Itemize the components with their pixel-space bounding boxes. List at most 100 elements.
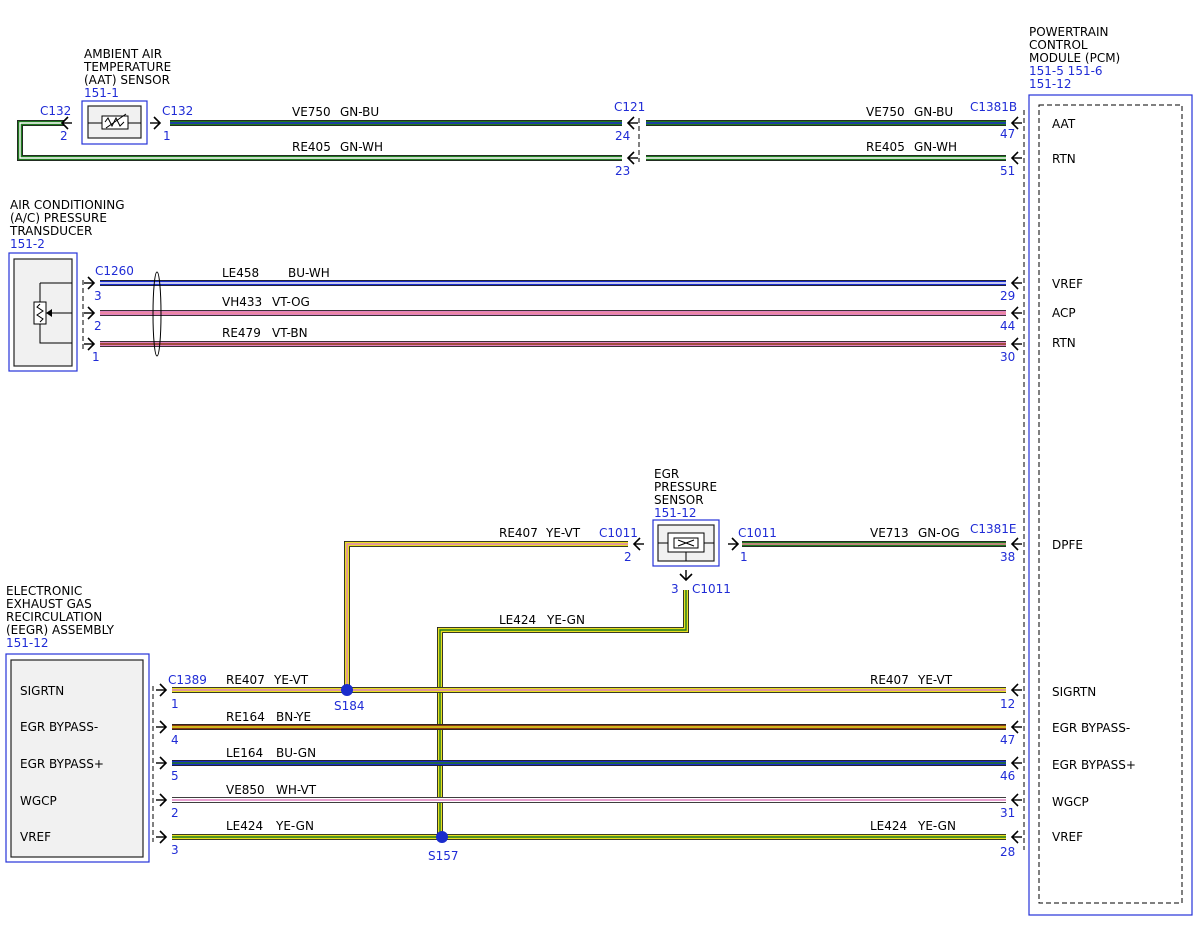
acp-ref[interactable]: 151-2 [10,237,45,251]
wire-circuit-label: LE424 [226,819,263,833]
pin-number: 24 [615,129,630,143]
egr-sensor-title: EGR PRESSURE SENSOR 151-12 [654,467,717,520]
pcm-pin-acp: ACP [1052,306,1076,320]
aat-sensor-outline [81,100,148,145]
pcm-module: AAT RTN VREF ACP RTN DPFE SIGRTN EGR BYP… [1028,94,1193,916]
pressure-element-cross-icon [677,539,695,547]
connector-c1389[interactable]: C1389 [168,673,207,687]
connector-c121[interactable]: C121 [614,100,645,114]
aat-title-line: TEMPERATURE [83,60,171,74]
connector-c1260[interactable]: C1260 [95,264,134,278]
pcm-pin-bypass-minus: EGR BYPASS- [1052,721,1130,735]
connector-c132-left[interactable]: C132 [40,104,71,118]
pin-number: 46 [1000,769,1015,783]
splice-s184[interactable] [341,684,353,696]
pcm-title-line: CONTROL [1029,38,1088,52]
wire-color-label: GN-WH [340,140,383,154]
wire-circuit-label: RE405 [292,140,331,154]
pcm-ref[interactable]: 151-12 [1029,77,1072,91]
wire-circuit-label: VE713 [870,526,909,540]
wire-color-label: BN-YE [276,710,311,724]
pcm-pin-rtn: RTN [1052,336,1076,350]
aat-sensor [81,100,148,145]
wire-color-label: GN-BU [914,105,953,119]
egr-sensor-title-line: SENSOR [654,493,704,507]
eegr-title-line: ELECTRONIC [6,584,82,598]
acp-transducer-outline [8,252,78,372]
wire-circuit-label: LE424 [870,819,907,833]
pin-number: 12 [1000,697,1015,711]
wire-re405-left-stripe [19,122,622,159]
connector-c1011-left[interactable]: C1011 [599,526,638,540]
wire-circuit-label: VE850 [226,783,265,797]
pin-number: 3 [171,843,179,857]
pcm-pin-vref: VREF [1052,830,1083,844]
eegr-assembly-title: ELECTRONIC EXHAUST GAS RECIRCULATION (EE… [6,584,115,650]
pin-number: 1 [92,350,100,364]
eegr-pin-wgcp: WGCP [20,794,57,808]
pcm-pin-dpfe: DPFE [1052,538,1083,552]
eegr-pin-sigrtn: SIGRTN [20,684,64,698]
splice-label-s157[interactable]: S157 [428,849,459,863]
acp-title-line: (A/C) PRESSURE [10,211,107,225]
wire-color-label: YE-VT [917,673,953,687]
pcm-title-line: POWERTRAIN [1029,25,1109,39]
connector-c1381e[interactable]: C1381E [970,522,1017,536]
eegr-assembly: SIGRTN EGR BYPASS- EGR BYPASS+ WGCP VREF [5,653,150,863]
wire-color-label: VT-BN [272,326,308,340]
wire-re407-egr[interactable] [344,541,628,690]
connector-c1011-right[interactable]: C1011 [738,526,777,540]
pcm-outline [1028,94,1193,916]
eegr-pin-bypass-minus: EGR BYPASS- [20,720,98,734]
wire-color-label: VT-OG [272,295,310,309]
acp-internal-lead [39,324,72,344]
connector-c132-right[interactable]: C132 [162,104,193,118]
wire-color-label: GN-OG [918,526,960,540]
pin-number: 3 [94,289,102,303]
splice-s157[interactable] [436,831,448,843]
wire-color-label: YE-VT [545,526,581,540]
pin-number: 31 [1000,806,1015,820]
wire-circuit-label: RE479 [222,326,261,340]
egr-sensor-outline [652,519,720,567]
potentiometer-zigzag-icon [36,303,44,323]
aat-ref[interactable]: 151-1 [84,86,119,100]
wire-re407-egr-outline [344,541,628,690]
wire-le424-egr-stripe [439,590,687,837]
wire-color-label: BU-WH [288,266,330,280]
acp-title-line: TRANSDUCER [9,224,92,238]
pcm-title: POWERTRAIN CONTROL MODULE (PCM) 151-5 15… [1029,25,1120,91]
egr-sensor-title-line: EGR [654,467,679,481]
pin-number: 51 [1000,164,1015,178]
thermistor-arrow-icon [105,113,127,129]
pin-number: 2 [94,319,102,333]
wire-circuit-label: VE750 [292,105,331,119]
pin-number: 4 [171,733,179,747]
eegr-title-line: RECIRCULATION [6,610,102,624]
wire-circuit-label: VE750 [866,105,905,119]
pin-number: 5 [171,769,179,783]
egr-sensor-ref[interactable]: 151-12 [654,506,697,520]
eegr-assembly-outline [5,653,150,863]
wire-color-label: YE-GN [546,613,585,627]
egr-sensor-title-line: PRESSURE [654,480,717,494]
eegr-pin-bypass-plus: EGR BYPASS+ [20,757,104,771]
connector-c1381b[interactable]: C1381B [970,100,1017,114]
acp-transducer [8,252,78,372]
wire-color-label: YE-GN [275,819,314,833]
splice-label-s184[interactable]: S184 [334,699,365,713]
pcm-title-line: MODULE (PCM) [1029,51,1120,65]
connector-c1011-bottom[interactable]: C1011 [692,582,731,596]
pin-number: 1 [740,550,748,564]
aat-sensor-title: AMBIENT AIR TEMPERATURE (AAT) SENSOR 151… [83,47,171,100]
eegr-ref[interactable]: 151-12 [6,636,49,650]
eegr-title-line: (EEGR) ASSEMBLY [6,623,115,637]
pin-number: 29 [1000,289,1015,303]
pcm-pin-wgcp: WGCP [1052,795,1089,809]
wire-labels: VE750 GN-BU VE750 GN-BU RE405 GN-WH RE40… [222,105,960,833]
wire-circuit-label: RE405 [866,140,905,154]
pcm-ref[interactable]: 151-5 151-6 [1029,64,1103,78]
aat-title-line: AMBIENT AIR [84,47,162,61]
wire-circuit-label: RE164 [226,710,265,724]
